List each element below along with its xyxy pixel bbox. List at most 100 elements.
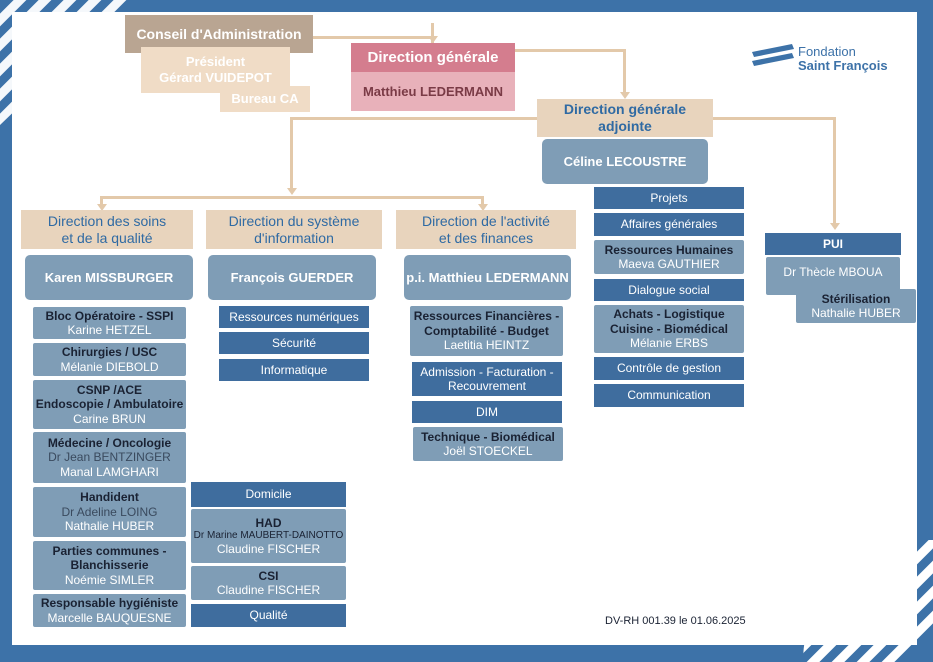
soins-name: Karen MISSBURGER xyxy=(44,269,174,285)
soins-unit-title: Responsable hygiéniste xyxy=(40,596,179,611)
connector xyxy=(623,49,626,94)
dga-title-box: Direction générale adjointe xyxy=(537,99,713,137)
had-person: Claudine FISCHER xyxy=(216,542,321,556)
activite-title-box: Direction de l'activité et des finances xyxy=(396,210,576,249)
si-item-label: Informatique xyxy=(260,362,328,377)
dga-name-box: Céline LECOUSTRE xyxy=(542,139,708,184)
rf-line2: Comptabilité - Budget xyxy=(424,323,549,338)
board-title: Conseil d'Administration xyxy=(136,25,302,42)
connector-arrow xyxy=(478,204,488,211)
si-item-label: Sécurité xyxy=(271,335,317,350)
dga-title-line2: adjointe xyxy=(598,118,652,134)
si-name-box: François GUERDER xyxy=(208,255,376,300)
activite-title-line2: et des finances xyxy=(438,229,534,246)
bureau-box: Bureau CA xyxy=(220,86,310,112)
activite-name-box: p.i. Matthieu LEDERMANN xyxy=(404,255,571,300)
soins-unit-person: Karine HETZEL xyxy=(67,323,152,337)
president-name: Gérard VUIDEPOT xyxy=(159,70,272,85)
si-title-line2: d'information xyxy=(254,229,334,246)
logo-mark-icon xyxy=(752,44,794,66)
sterilisation-box: Stérilisation Nathalie HUBER xyxy=(796,289,916,323)
si-item-label: Ressources numériques xyxy=(229,309,359,324)
dga-item-label: Communication xyxy=(627,388,711,403)
soins-title-box: Direction des soins et de la qualité xyxy=(21,210,193,249)
dg-title-box: Direction générale xyxy=(351,43,515,72)
document-reference: DV-RH 001.39 le 01.06.2025 xyxy=(605,615,746,627)
had-box: HAD Dr Marine MAUBERT-DAINOTTO Claudine … xyxy=(191,509,346,563)
president-box: Président Gérard VUIDEPOT xyxy=(141,47,290,93)
dga-item-controle: Contrôle de gestion xyxy=(594,357,744,380)
dga-item-person: Mélanie ERBS xyxy=(629,336,709,351)
dga-item-label: Dialogue social xyxy=(628,282,710,297)
technique-title: Technique - Biomédical xyxy=(421,429,555,444)
dim-box: DIM xyxy=(412,401,562,423)
qualite-label: Qualité xyxy=(249,608,288,623)
connector xyxy=(431,23,434,43)
dga-item-label: Affaires générales xyxy=(620,217,718,232)
soins-unit-person: Carine BRUN xyxy=(73,411,146,426)
connector xyxy=(712,117,836,120)
had-title: HAD xyxy=(255,515,282,530)
stripes-bottom-right xyxy=(803,540,933,662)
dga-item-label: Contrôle de gestion xyxy=(616,361,722,376)
soins-unit-person: Manal LAMGHARI xyxy=(60,464,159,479)
si-item-informatique: Informatique xyxy=(219,359,369,381)
dg-name-box: Matthieu LEDERMANN xyxy=(351,72,515,111)
si-name: François GUERDER xyxy=(230,269,354,285)
domicile-title: Domicile xyxy=(245,487,292,502)
qualite-box: Qualité xyxy=(191,604,346,627)
dga-item-achats: Achats - Logistique Cuisine - Biomédical… xyxy=(594,305,744,353)
admission-box: Admission - Facturation - Recouvrement xyxy=(412,362,562,396)
soins-unit-title: Endoscopie / Ambulatoire xyxy=(35,397,184,412)
connector-arrow xyxy=(830,223,840,230)
connector-arrow xyxy=(620,92,630,99)
si-title-box: Direction du système d'information xyxy=(206,210,382,249)
dga-title-line1: Direction générale xyxy=(563,101,687,118)
connector xyxy=(290,117,293,190)
soins-unit-title: Chirurgies / USC xyxy=(61,345,158,360)
activite-title-line1: Direction de l'activité xyxy=(422,212,550,229)
soins-unit-person: Noémie SIMLER xyxy=(64,572,155,587)
connector-arrow xyxy=(97,204,107,211)
csi-box: CSI Claudine FISCHER xyxy=(191,566,346,600)
logo: Fondation Saint François xyxy=(752,44,912,74)
connector xyxy=(514,49,626,52)
dga-item-title1: Achats - Logistique xyxy=(613,307,725,322)
soins-unit-title: Blanchisserie xyxy=(70,558,149,573)
admission-line2: Recouvrement xyxy=(447,379,527,393)
connector xyxy=(218,36,434,39)
dga-item-rh: Ressources Humaines Maeva GAUTHIER xyxy=(594,240,744,274)
rf-box: Ressources Financières - Comptabilité - … xyxy=(410,306,563,356)
admission-line1: Admission - Facturation - xyxy=(420,364,554,379)
connector xyxy=(100,196,484,199)
connector-arrow xyxy=(428,36,438,43)
connector xyxy=(481,196,484,206)
soins-unit-title: Handident xyxy=(80,490,139,505)
dga-item-person: Maeva GAUTHIER xyxy=(618,257,720,271)
csi-person: Claudine FISCHER xyxy=(216,583,321,597)
president-title: Président xyxy=(185,54,246,70)
rf-person: Laetitia HEINTZ xyxy=(443,338,530,353)
soins-unit-person: Nathalie HUBER xyxy=(64,519,155,534)
dg-name: Matthieu LEDERMANN xyxy=(362,83,504,99)
soins-unit-title: CSNP /ACE xyxy=(76,382,143,397)
soins-unit-title: Médecine / Oncologie xyxy=(47,435,172,450)
domicile-box: Domicile xyxy=(191,482,346,507)
technique-box: Technique - Biomédical Joël STOECKEL xyxy=(413,427,563,461)
soins-unit-person: Dr Adeline LOING xyxy=(61,504,158,519)
si-item-securite: Sécurité xyxy=(219,332,369,354)
technique-person: Joël STOECKEL xyxy=(443,444,533,458)
soins-title-line1: Direction des soins xyxy=(47,212,167,229)
pui-name: Dr Thècle MBOUA xyxy=(783,265,883,279)
soins-name-box: Karen MISSBURGER xyxy=(25,255,193,300)
dg-title: Direction générale xyxy=(367,48,499,66)
pui-title: PUI xyxy=(822,236,843,251)
pui-box: PUI xyxy=(765,233,901,255)
logo-line2: Saint François xyxy=(798,58,888,73)
rf-line1: Ressources Financières - xyxy=(413,309,560,324)
